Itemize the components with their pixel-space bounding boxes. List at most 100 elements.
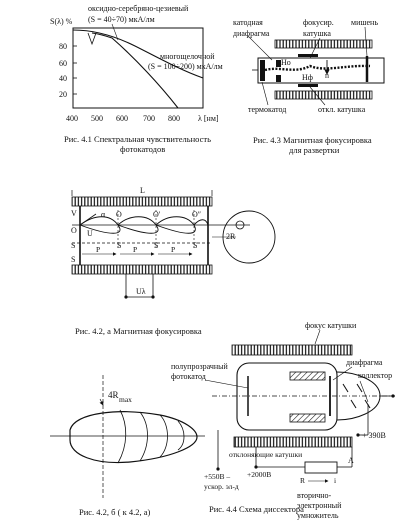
label-focus-coils: фокус катушки [305,321,357,330]
label-A: A [348,456,354,465]
leader-cathode [247,35,273,61]
radius-marker [99,398,104,406]
label-semitransparent-1: полупрозрачный [171,362,229,371]
tube-envelope [236,362,338,431]
label-390v: + 390B [362,431,386,440]
label-ho: Hо [281,58,291,67]
label-deflection-coil: откл. катушка [318,105,366,114]
solenoid-top [71,196,213,207]
label-diaphragm: диафрагма [346,358,383,367]
fig-4-2a-caption: Рис. 4.2, а Магнитная фокусировка [75,326,202,336]
focus-coil-bottom [233,436,353,448]
label-deflecting-coils: отклоняющие катушки [229,450,302,459]
terminal-left [124,295,128,299]
y-tick-40: 40 [59,74,67,83]
fig-4-3: катодная диафрагма фокусир. катушка мише… [233,18,385,155]
focus-coil-top [274,39,373,49]
fig-4-3-caption-1: Рис. 4.3 Магнитная фокусировка [253,135,372,145]
solenoid-bottom [71,264,213,275]
label-2000v: +2000B [247,470,271,479]
terminal-550 [216,467,220,471]
load-resistor [304,461,338,474]
label-cathode: катодная [233,18,263,27]
label-collector: коллектор [358,371,392,380]
label-focus-1: фокусир. [303,18,334,27]
dynodes [342,383,371,409]
plot-frame [72,27,204,109]
y-tick-20: 20 [59,90,67,99]
curve2-name: многощелочной [160,52,215,61]
leader-thermocathode [261,81,269,106]
cross-section-orbit [235,220,245,230]
label-550v-2: ускор. эл-д [204,482,239,491]
x-tick-700: 700 [143,114,155,123]
fig-4-1-caption-2: фотокатодов [120,144,165,154]
leader-curve1 [111,23,119,41]
terminal-right [151,295,155,299]
label-U: U [87,229,93,238]
label-diaphragm: диафрагма [233,29,270,38]
leader-focus-coils [314,329,321,345]
x-tick-800: 800 [168,114,180,123]
label-i: i [334,476,336,485]
y-tick-60: 60 [59,59,67,68]
label-secondary-2: электронный [297,501,342,510]
label-max: max [119,395,132,404]
deflect-coil-top [289,371,326,381]
label-S5: S [193,241,197,250]
curve-multialkali [72,29,204,79]
fig-4-1: оксидно-серебряно-цезиевый (S = 40÷70) м… [50,4,223,154]
label-L: L [140,186,145,195]
label-O2: O' [153,210,161,219]
electron-spirals [79,216,209,234]
deflection-coil-bottom [298,84,318,87]
terminal-output [391,394,395,398]
label-secondary-3: умножитель [297,511,339,520]
deflect-coil-bottom [289,413,326,423]
fig-4-4-caption: Рис. 4.4 Схема диссектора [209,504,304,514]
label-S1: S [71,241,75,250]
curve1-sensitivity: (S = 40÷70) мкА/лм [88,15,155,24]
deflection-coil-top [298,54,318,57]
label-alpha: α [101,210,106,219]
leader-diaphragm [332,366,353,381]
curve1-name: оксидно-серебряно-цезиевый [88,4,189,13]
x-axis-label: λ [нм] [198,114,219,123]
label-U-lambda: Uλ [136,287,146,296]
label-thermocathode: термокатод [248,105,286,114]
leader-photocathode [204,379,249,389]
label-S2: S [71,255,75,264]
fig-4-1-caption-1: Рис. 4.1 Спектральная чувствительность [64,134,211,144]
label-P2: P [133,245,137,254]
label-hf: Hф [302,73,313,82]
velocity-vector [79,213,97,226]
label-focus-2: катушка [303,29,331,38]
curve-ag-o-cs [91,32,179,109]
label-550v-1: +550B – [204,472,230,481]
curve2-sensitivity: (S = 100÷200) мкА/лм [148,62,223,71]
label-S3: S [117,241,121,250]
label-O3: Oʺ [192,210,201,219]
terminal-390 [356,433,360,437]
label-P3: P [171,245,175,254]
leader-target [364,26,368,57]
label-4R: 4R [108,390,119,400]
envelope-trajectories [117,409,185,464]
label-R: R [300,476,305,485]
tube-body [257,57,385,84]
fig-4-2b: 4R max Рис. 4.2, б ( к 4.2, а) [50,375,205,517]
x-tick-400: 400 [66,114,78,123]
focus-coil-bottom [274,90,373,100]
label-target: мишень [351,18,378,27]
beam-path [264,64,371,72]
label-O1: O [116,210,122,219]
fig-4-3-caption-2: для развертки [289,145,340,155]
diaphragm-lower [276,75,281,82]
cathode-block [260,60,265,81]
fig-4-2b-caption: Рис. 4.2, б ( к 4.2, а) [79,507,150,517]
label-semitransparent-2: фотокатод [171,372,206,381]
label-2R: 2R [226,232,236,241]
label-S4: S [154,241,158,250]
leader-deflection [309,86,326,106]
